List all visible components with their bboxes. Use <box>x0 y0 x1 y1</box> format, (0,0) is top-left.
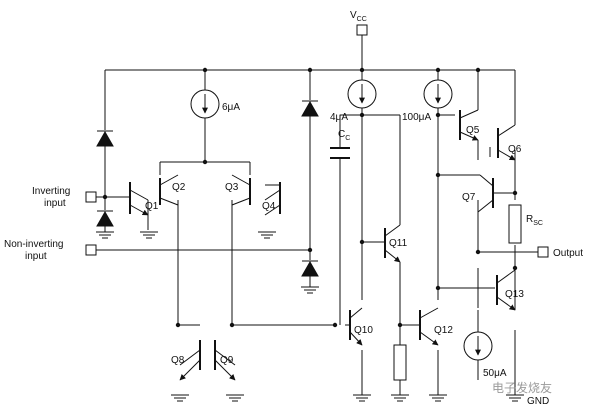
transistor-q11 <box>384 224 401 263</box>
resistors <box>393 204 522 381</box>
q13-label: Q13 <box>505 289 524 300</box>
diode-d1 <box>96 130 114 147</box>
ground-icon <box>506 394 524 402</box>
transistor-q9 <box>214 340 236 381</box>
q10-label: Q10 <box>354 325 373 336</box>
q12-label: Q12 <box>434 325 453 336</box>
current-100ua-label: 100μA <box>402 112 431 123</box>
inverting-input-terminal[interactable] <box>85 191 97 203</box>
q11-label: Q11 <box>389 238 408 249</box>
junction-dots <box>102 67 518 328</box>
transistor-q3 <box>231 174 251 206</box>
q3-label: Q3 <box>225 182 239 193</box>
diode-d2 <box>96 210 114 227</box>
ground-icon <box>226 394 244 402</box>
transistor-q13 <box>496 269 516 311</box>
q5-label: Q5 <box>466 125 480 136</box>
gnd-label: GND <box>527 396 549 407</box>
ground-icon <box>353 394 371 402</box>
vcc-label: VCC <box>350 10 367 23</box>
current-4ua-label: 4μA <box>330 112 348 123</box>
transistor-q1 <box>129 182 149 216</box>
inverting-input-label-2: input <box>44 198 66 209</box>
ground-icon <box>429 394 447 402</box>
wires <box>96 30 538 395</box>
watermark: 电子发烧友 <box>492 380 552 395</box>
transistor-q4 <box>264 182 281 216</box>
noninverting-input-terminal[interactable] <box>85 244 97 256</box>
ground-icon <box>391 394 409 402</box>
terminals <box>85 24 549 258</box>
cc-label: CC <box>338 129 350 142</box>
diode-d3 <box>301 100 319 117</box>
output-label: Output <box>553 248 583 259</box>
ground-icon <box>140 231 158 239</box>
ground-icon <box>258 231 276 239</box>
q4-label: Q4 <box>262 201 276 212</box>
diodes <box>96 100 319 277</box>
transistor-q10 <box>349 307 363 346</box>
vcc-terminal[interactable] <box>356 24 368 36</box>
diode-d4 <box>301 260 319 277</box>
transistor-q5 <box>459 109 479 141</box>
resistor-rsc <box>508 204 522 244</box>
q1-label: Q1 <box>145 201 159 212</box>
q6-label: Q6 <box>508 144 522 155</box>
ground-icon <box>171 394 189 402</box>
transistor-q2 <box>159 174 179 206</box>
transistor-q6 <box>497 124 516 161</box>
transistor-q7 <box>477 174 494 213</box>
q8-label: Q8 <box>171 355 185 366</box>
q9-label: Q9 <box>220 355 234 366</box>
resistor-bottom <box>393 344 407 381</box>
ground-icon <box>301 286 319 294</box>
noninverting-input-label-1: Non-inverting <box>4 239 63 250</box>
transistor-q8 <box>179 340 201 381</box>
current-sources <box>190 79 493 361</box>
transistors <box>129 109 516 381</box>
ground-symbols <box>96 231 524 402</box>
current-6ua-label: 6μA <box>222 102 240 113</box>
q2-label: Q2 <box>172 182 186 193</box>
ground-icon <box>96 231 114 239</box>
noninverting-input-label-2: input <box>25 251 47 262</box>
transistor-q12 <box>419 307 439 346</box>
current-50ua-label: 50μA <box>483 368 507 379</box>
q7-label: Q7 <box>462 192 476 203</box>
output-terminal[interactable] <box>537 246 549 258</box>
rsc-label: RSC <box>526 214 543 227</box>
inverting-input-label-1: Inverting <box>32 186 70 197</box>
compensation-capacitor <box>330 147 350 159</box>
